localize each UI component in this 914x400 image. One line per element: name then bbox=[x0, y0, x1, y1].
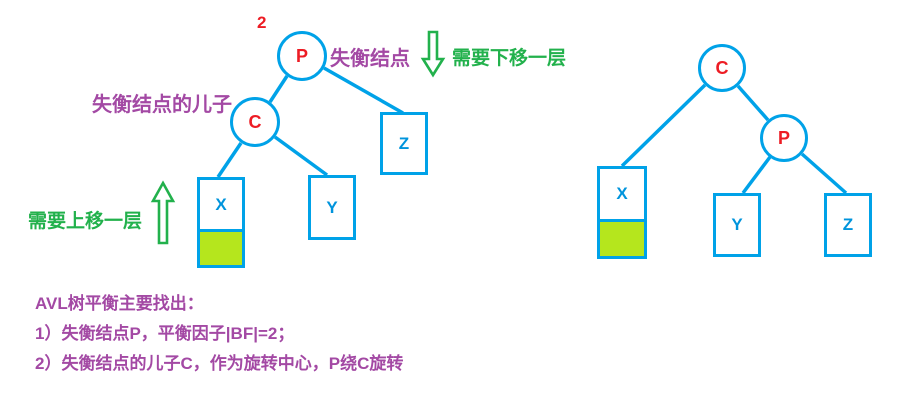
edge-c-x bbox=[620, 83, 707, 168]
after-node-p: P bbox=[760, 114, 808, 162]
notes-item-2: 2）失衡结点的儿子C，作为旋转中心，P绕C旋转 bbox=[35, 354, 404, 373]
move-down-annotation: 需要下移一层 bbox=[452, 48, 567, 69]
balance-factor-value: 2 bbox=[257, 13, 267, 32]
before-subtree-x: X bbox=[197, 177, 245, 268]
after-subtree-z: Z bbox=[824, 193, 872, 257]
edge-p-y bbox=[741, 155, 772, 195]
before-subtree-z: Z bbox=[380, 112, 428, 175]
right-tree-edges bbox=[620, 83, 848, 195]
subtree-x-label: X bbox=[616, 184, 628, 203]
edge-p-c bbox=[268, 75, 289, 103]
after-node-c: C bbox=[698, 44, 746, 92]
notes-item-1: 1）失衡结点P，平衡因子|BF|=2； bbox=[35, 324, 295, 343]
edge-p-z bbox=[800, 152, 848, 195]
notes-block: AVL树平衡主要找出： 1）失衡结点P，平衡因子|BF|=2； 2）失衡结点的儿… bbox=[35, 289, 403, 379]
move-up-annotation: 需要上移一层 bbox=[28, 211, 143, 232]
node-p-label: P bbox=[295, 45, 308, 66]
unbalanced-child-annotation: 失衡结点的儿子 bbox=[92, 94, 232, 116]
move-down-arrow-icon bbox=[420, 30, 446, 78]
unbalanced-node-annotation: 失衡结点 bbox=[330, 48, 410, 70]
edge-c-p bbox=[736, 84, 770, 122]
after-subtree-x: X bbox=[597, 166, 647, 259]
before-node-c: C bbox=[230, 97, 280, 147]
after-subtree-y: Y bbox=[713, 193, 761, 257]
subtree-x-label: X bbox=[215, 195, 227, 214]
subtree-y-label: Y bbox=[326, 197, 338, 217]
subtree-z-label: Z bbox=[842, 215, 854, 234]
before-subtree-y: Y bbox=[308, 175, 356, 240]
node-c-label: C bbox=[248, 111, 262, 132]
extra-level-highlight bbox=[600, 219, 644, 256]
node-p-label: P bbox=[777, 127, 790, 148]
edge-c-x bbox=[216, 142, 243, 178]
left-tree-edges bbox=[216, 66, 404, 178]
notes-title: AVL树平衡主要找出： bbox=[35, 294, 204, 313]
before-node-p: P bbox=[277, 31, 327, 81]
node-c-label: C bbox=[715, 57, 729, 78]
edge-p-z bbox=[323, 66, 404, 115]
move-up-arrow-icon bbox=[150, 180, 176, 245]
edge-c-y bbox=[273, 135, 329, 177]
extra-level-highlight bbox=[200, 229, 242, 265]
subtree-z-label: Z bbox=[398, 133, 410, 153]
subtree-y-label: Y bbox=[731, 215, 743, 234]
